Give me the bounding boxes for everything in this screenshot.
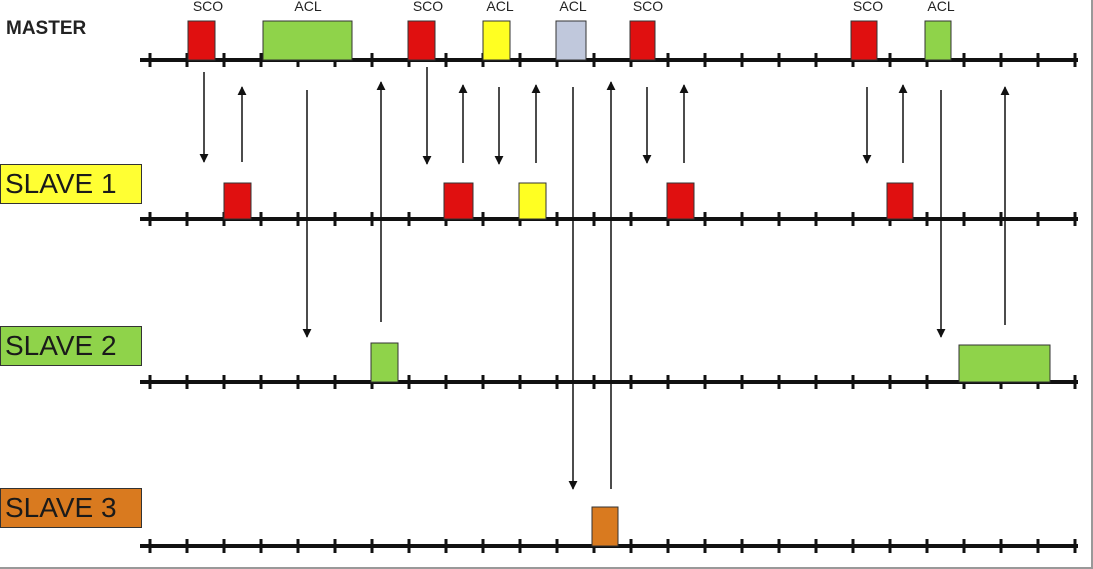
master-acl-broadcast-packet [555, 20, 587, 61]
master-acl-packet [262, 20, 353, 61]
master-sco-packet [187, 20, 216, 61]
slave-1-sco-packet [223, 182, 252, 220]
timeline-ticks [148, 53, 1077, 553]
slave-1-sco-packet [886, 182, 914, 220]
packet-label: ACL [486, 0, 513, 14]
slave-3-label: SLAVE 3 [0, 488, 142, 528]
packet-label: SCO [413, 0, 443, 14]
slave-2-acl-packet [958, 344, 1051, 383]
slave-1-sco-packet [666, 182, 695, 220]
packet-label: ACL [559, 0, 586, 14]
master-sco-packet [407, 20, 436, 61]
packet-label: SCO [633, 0, 663, 14]
master-acl-packet [924, 20, 952, 61]
slave-1-acl-packet [518, 182, 547, 220]
slave-2-label: SLAVE 2 [0, 326, 142, 366]
packet-label: ACL [927, 0, 954, 14]
slave-3-acl-packet [591, 506, 619, 547]
packet-label: SCO [853, 0, 883, 14]
packet-label: SCO [193, 0, 223, 14]
master-sco-packet [850, 20, 878, 61]
master-sco-packet [629, 20, 656, 61]
master-label: MASTER [6, 18, 87, 39]
master-acl-packet [482, 20, 511, 61]
packet-label: ACL [294, 0, 321, 14]
slave-1-label: SLAVE 1 [0, 164, 142, 204]
slave-1-sco-packet [443, 182, 474, 220]
slave-2-acl-packet [370, 342, 399, 383]
